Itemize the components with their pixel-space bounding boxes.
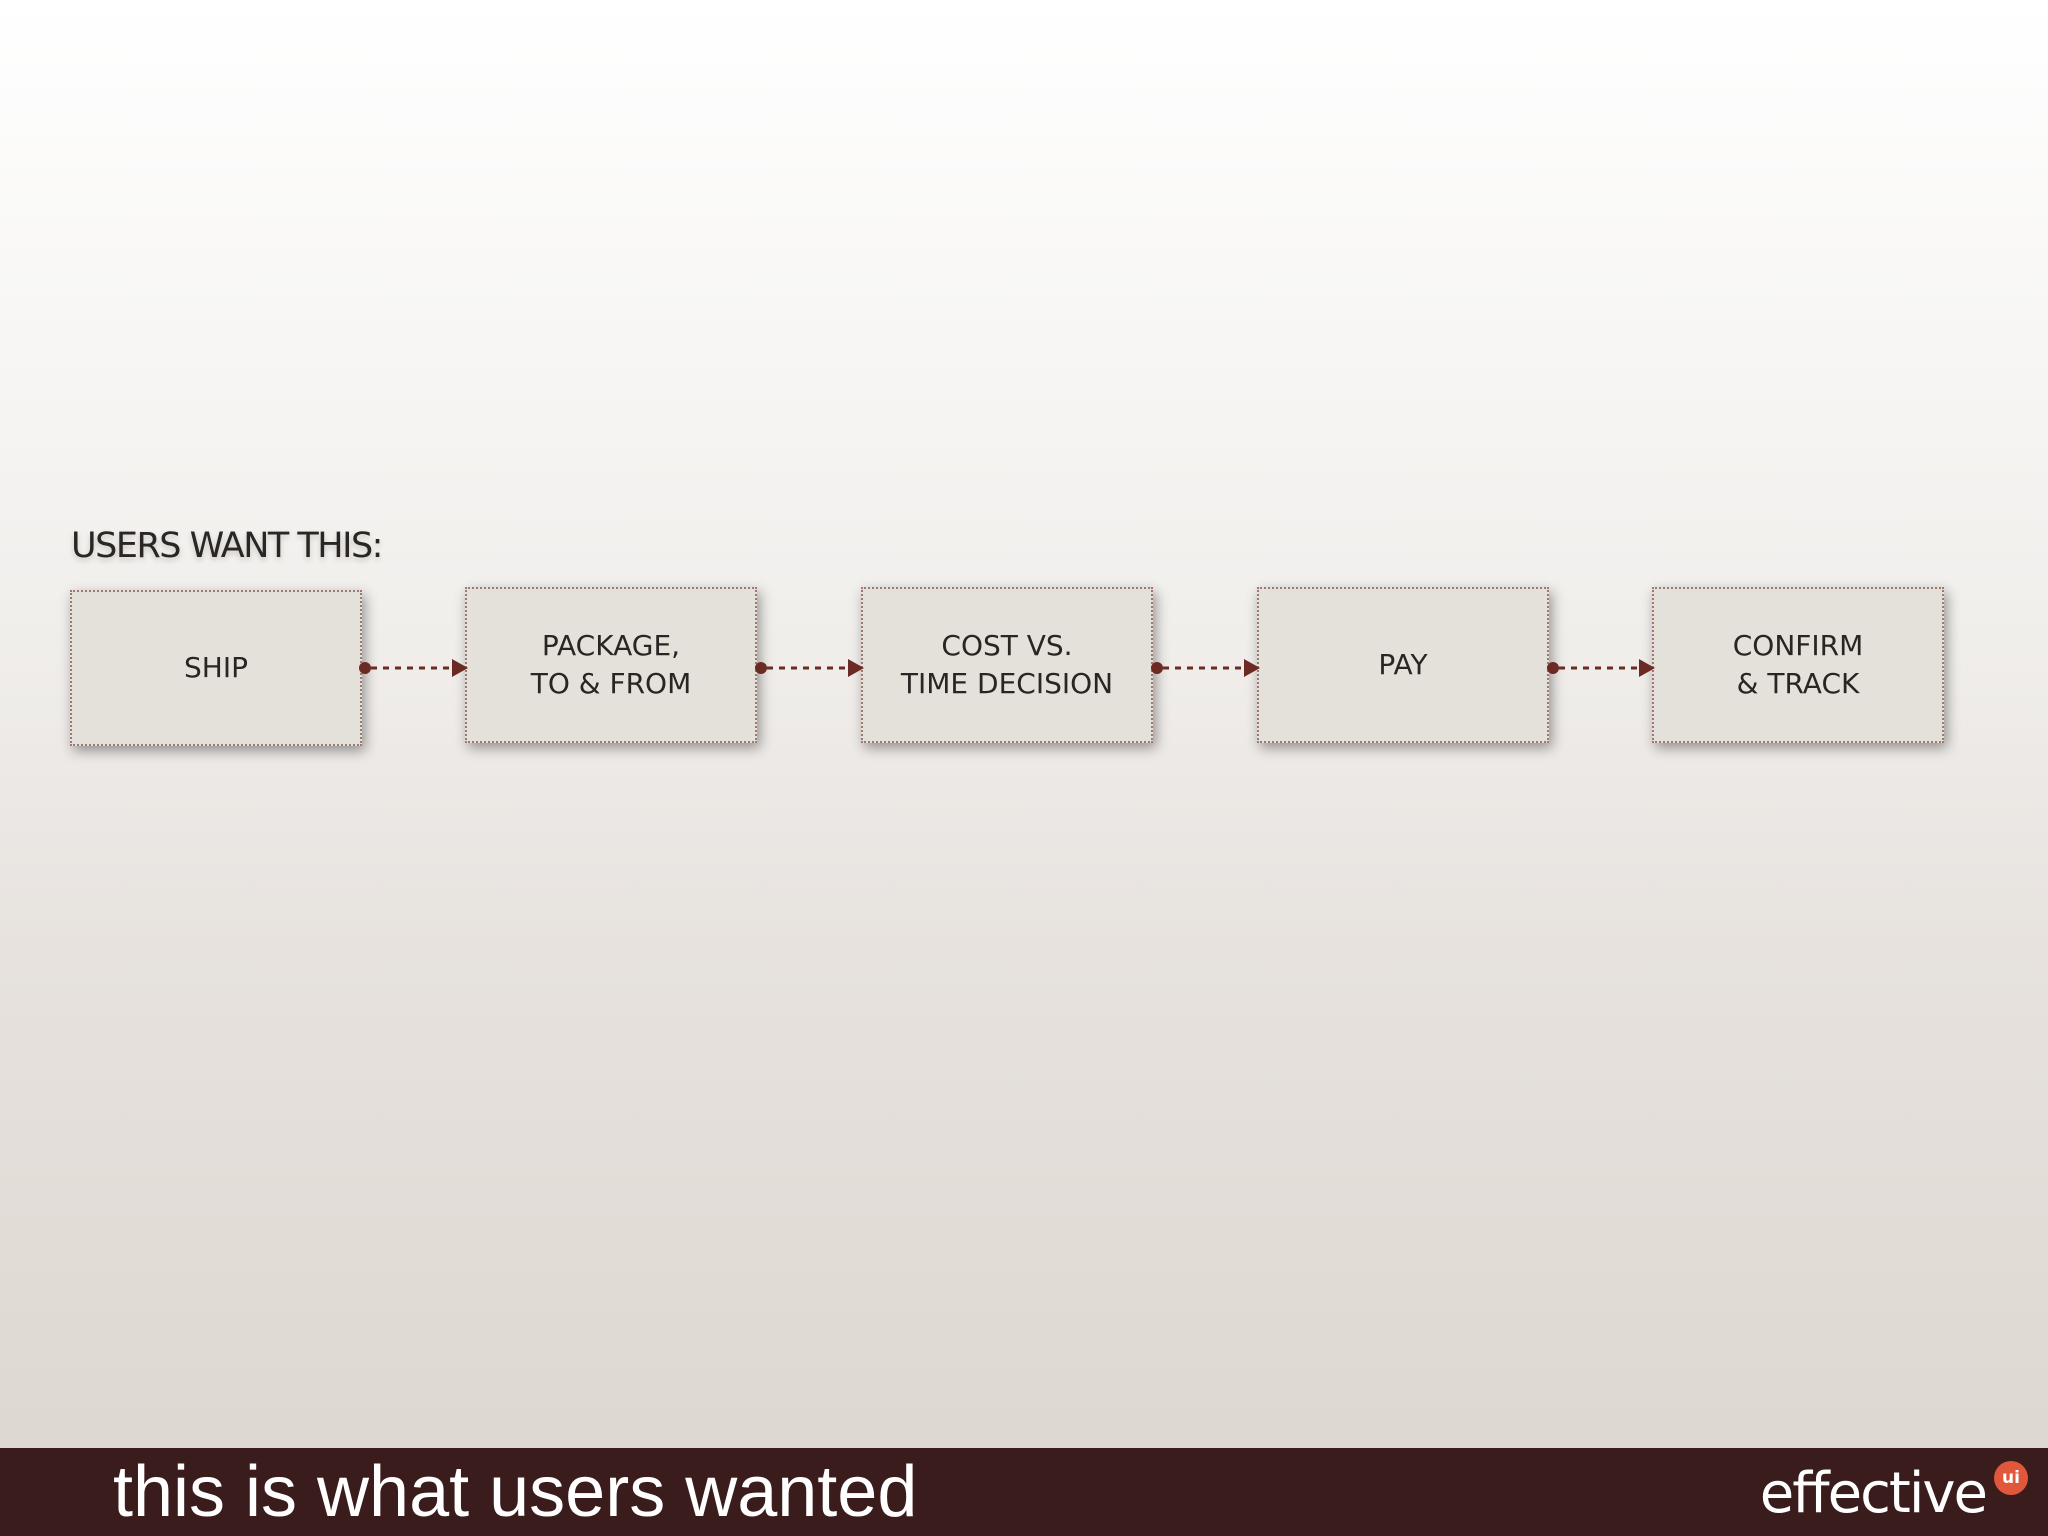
- step-box-pay: PAY: [1257, 587, 1549, 743]
- step-box-cost-vs-time: COST VS. TIME DECISION: [861, 587, 1153, 743]
- step-label: PAY: [1378, 648, 1428, 681]
- connector-arrow: [359, 659, 468, 677]
- step-label: SHIP: [184, 651, 248, 684]
- slide-caption: this is what users wanted: [113, 1452, 918, 1532]
- step-box-confirm-track: CONFIRM & TRACK: [1652, 587, 1944, 743]
- connector-arrow: [1547, 659, 1655, 677]
- brand-logo-text: effective: [1759, 1461, 1988, 1526]
- footer-bar: [0, 1448, 2048, 1536]
- step-label: CONFIRM & TRACK: [1732, 629, 1864, 700]
- step-box-ship: SHIP: [70, 590, 362, 746]
- brand-badge-icon: ui: [1994, 1461, 2028, 1495]
- connector-arrow: [755, 659, 864, 677]
- diagram-heading: USERS WANT THIS:: [71, 526, 383, 566]
- step-label: PACKAGE, TO & FROM: [530, 629, 692, 700]
- connector-arrow: [1151, 659, 1260, 677]
- step-label: COST VS. TIME DECISION: [900, 629, 1114, 700]
